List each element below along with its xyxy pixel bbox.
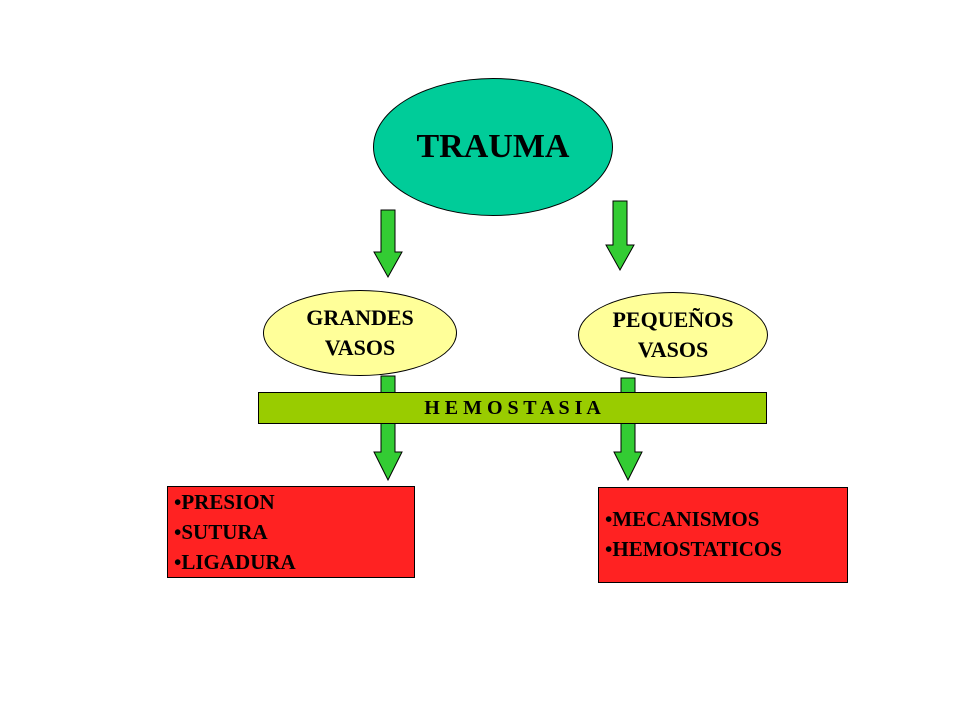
pequenos-label-line2: VASOS [637,337,709,362]
pequenos-vasos-node: PEQUEÑOS VASOS [578,292,768,378]
grandes-label-line1: GRANDES [306,305,414,330]
list-item: HEMOSTATICOS [605,534,847,564]
arrow-trauma-to-pequenos [605,200,635,272]
left-treatment-box: PRESION SUTURA LIGADURA [167,486,415,578]
hemostasia-band: H E M O S T A S I A [258,392,767,424]
right-mechanism-box: MECANISMOS HEMOSTATICOS [598,487,848,583]
list-item: LIGADURA [174,547,414,577]
grandes-label-line2: VASOS [324,335,396,360]
list-item: MECANISMOS [605,504,847,534]
arrow-trauma-to-grandes [373,209,403,279]
hemostasia-label: H E M O S T A S I A [424,396,601,419]
list-item: PRESION [174,487,414,517]
pequenos-label-line1: PEQUEÑOS [612,307,734,332]
grandes-vasos-node: GRANDES VASOS [263,290,457,376]
list-item: SUTURA [174,517,414,547]
trauma-node: TRAUMA [373,78,613,216]
trauma-label: TRAUMA [416,128,570,165]
